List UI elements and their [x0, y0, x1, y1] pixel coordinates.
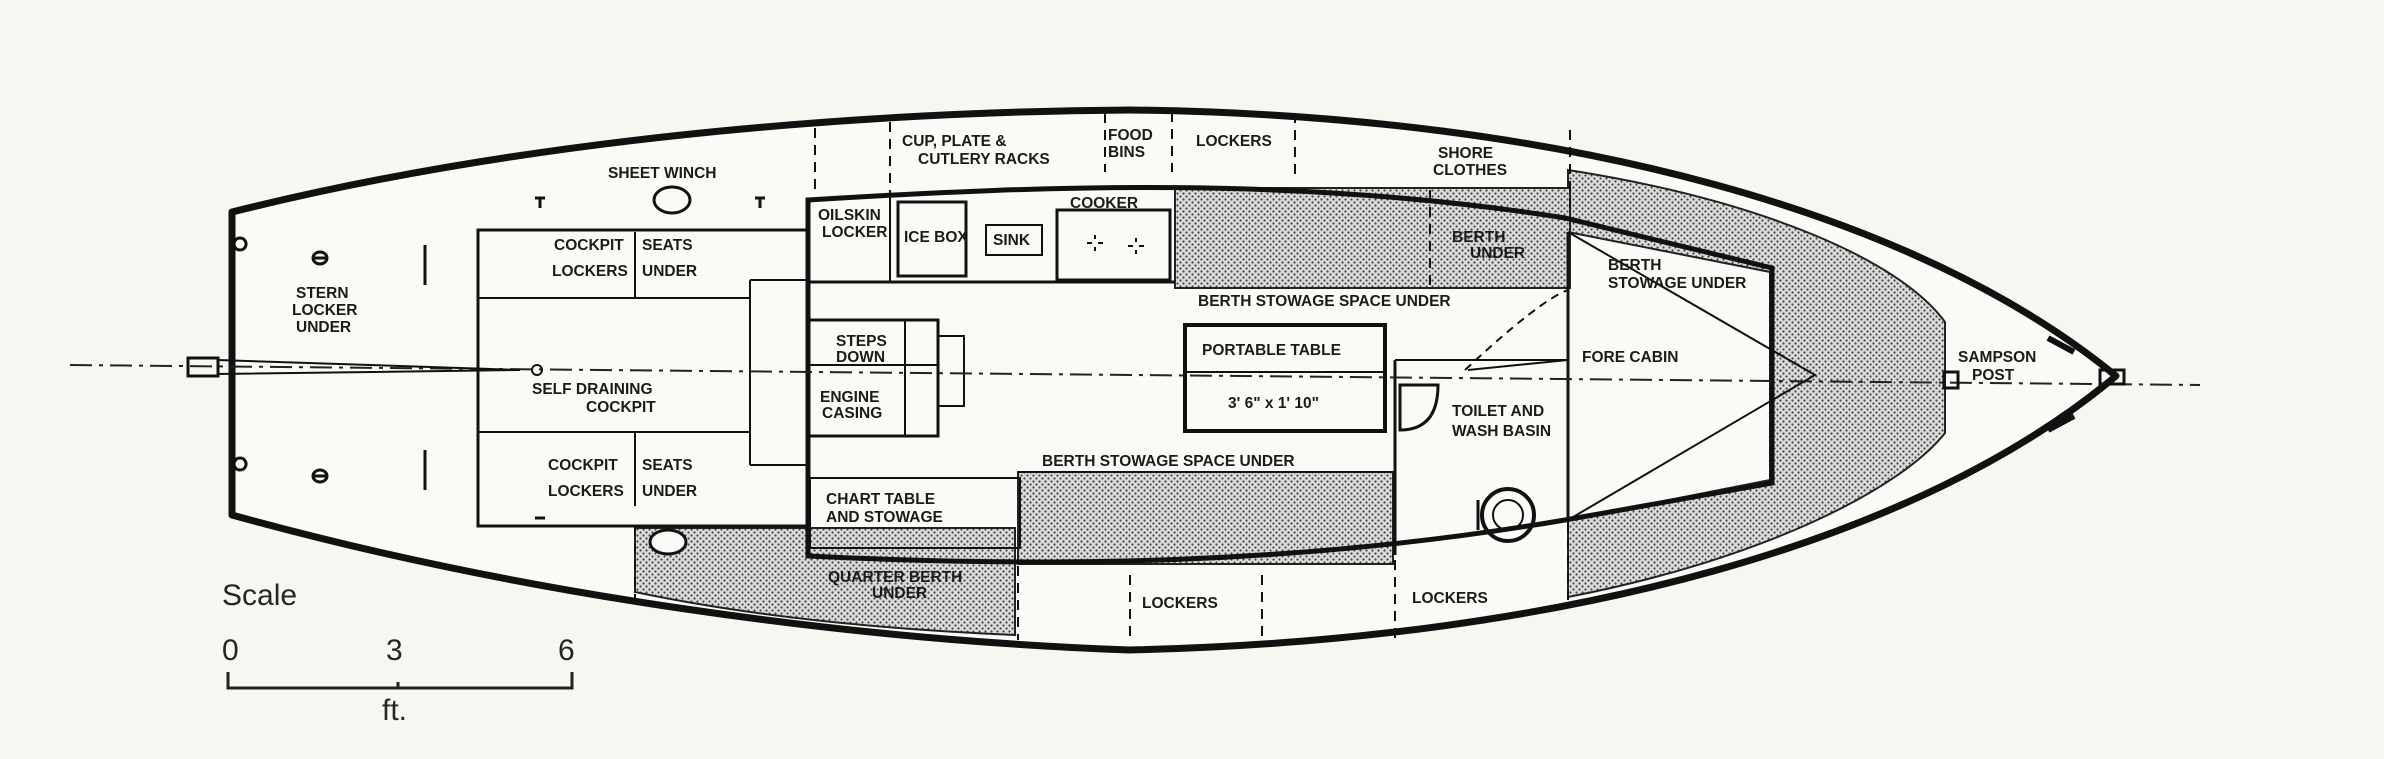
sheet-winch-icon: [652, 185, 692, 215]
label-engine: ENGINE: [820, 389, 879, 406]
label-cockpit-bottom: COCKPIT: [548, 457, 618, 474]
label-lockers-bottom-1: LOCKERS: [1142, 595, 1218, 612]
label-lockers-bottom-2: LOCKERS: [1412, 590, 1488, 607]
ice-box: [896, 200, 968, 278]
label-seats-top: SEATS: [642, 237, 693, 254]
sampson-post-icon: [1942, 370, 1960, 390]
scale-tick-6: 6: [558, 634, 575, 667]
cooker: [1055, 208, 1172, 282]
scale-tick-0: 0: [222, 634, 239, 667]
label-cooker: COOKER: [1070, 195, 1138, 212]
label-under-cockpit-top: UNDER: [642, 263, 697, 280]
label-lockers-cockpit-top: LOCKERS: [552, 263, 628, 280]
label-berth-top-under: UNDER: [1470, 245, 1525, 262]
label-berth-fore: BERTH: [1608, 257, 1661, 274]
label-berth-top: BERTH: [1452, 229, 1505, 246]
label-lockers-cockpit-bottom: LOCKERS: [548, 483, 624, 500]
label-berth-stowage-upper: BERTH STOWAGE SPACE UNDER: [1198, 293, 1451, 310]
label-clothes: CLOTHES: [1433, 162, 1507, 179]
label-wash-basin: WASH BASIN: [1452, 423, 1551, 440]
sink: [985, 224, 1043, 256]
cabin-outline: [805, 184, 1775, 565]
label-cockpit-mid: COCKPIT: [586, 399, 656, 416]
label-food: FOOD: [1108, 127, 1153, 144]
label-and-stowage: AND STOWAGE: [826, 509, 943, 526]
label-cup-plate: CUP, PLATE &: [902, 133, 1007, 150]
label-berth-stowage-lower: BERTH STOWAGE SPACE UNDER: [1042, 453, 1295, 470]
label-under-cockpit-bottom: UNDER: [642, 483, 697, 500]
wash-basin: [1398, 383, 1440, 432]
label-self-draining: SELF DRAINING: [532, 381, 653, 398]
label-chart-table: CHART TABLE: [826, 491, 935, 508]
plan-labels: SHEET WINCH CUP, PLATE & CUTLERY RACKS F…: [292, 127, 2036, 612]
centreline: [69, 364, 2201, 386]
toilet-icon: [1476, 487, 1536, 543]
label-shore: SHORE: [1438, 145, 1493, 162]
chart-table: [809, 477, 1021, 549]
label-table-size: 3' 6" x 1' 10": [1228, 395, 1319, 412]
label-oilskin: OILSKIN: [818, 207, 881, 224]
label-steps: STEPS: [836, 333, 887, 350]
label-post: POST: [1972, 367, 2015, 384]
scale-unit: ft.: [382, 694, 407, 727]
label-bins: BINS: [1108, 144, 1145, 161]
label-sheet-winch: SHEET WINCH: [608, 165, 717, 182]
scale-title: Scale: [222, 579, 297, 612]
label-portable-table: PORTABLE TABLE: [1202, 342, 1341, 359]
label-sink: SINK: [993, 232, 1031, 249]
label-fore-cabin: FORE CABIN: [1582, 349, 1678, 366]
quarter-berth-shading: [634, 527, 1016, 637]
label-quarter-berth: QUARTER BERTH: [828, 569, 962, 586]
winch-icon-lower: [648, 528, 688, 556]
label-seats-bottom: SEATS: [642, 457, 693, 474]
cooker-burner-icon: [1087, 235, 1144, 254]
label-cockpit-top: COCKPIT: [554, 237, 624, 254]
label-oilskin-locker: LOCKER: [822, 224, 887, 241]
scale-bar: Scale 0 3 6 ft.: [222, 579, 575, 727]
label-cutlery-racks: CUTLERY RACKS: [918, 151, 1050, 168]
scale-tick-3: 3: [386, 634, 403, 667]
label-stern-under: UNDER: [296, 319, 351, 336]
label-stern: STERN: [296, 285, 349, 302]
label-quarter-under: UNDER: [872, 585, 927, 602]
label-ice-box: ICE BOX: [904, 229, 968, 246]
label-lockers-top: LOCKERS: [1196, 133, 1272, 150]
label-toilet: TOILET AND: [1452, 403, 1544, 420]
berth-top-shading: [1174, 187, 1571, 289]
label-berth-fore-stowage: STOWAGE UNDER: [1608, 275, 1746, 292]
label-casing: CASING: [822, 405, 882, 422]
label-stern-locker: LOCKER: [292, 302, 357, 319]
fore-berth-shading: [1567, 168, 1946, 599]
label-down: DOWN: [836, 349, 885, 366]
label-sampson: SAMPSON: [1958, 349, 2036, 366]
